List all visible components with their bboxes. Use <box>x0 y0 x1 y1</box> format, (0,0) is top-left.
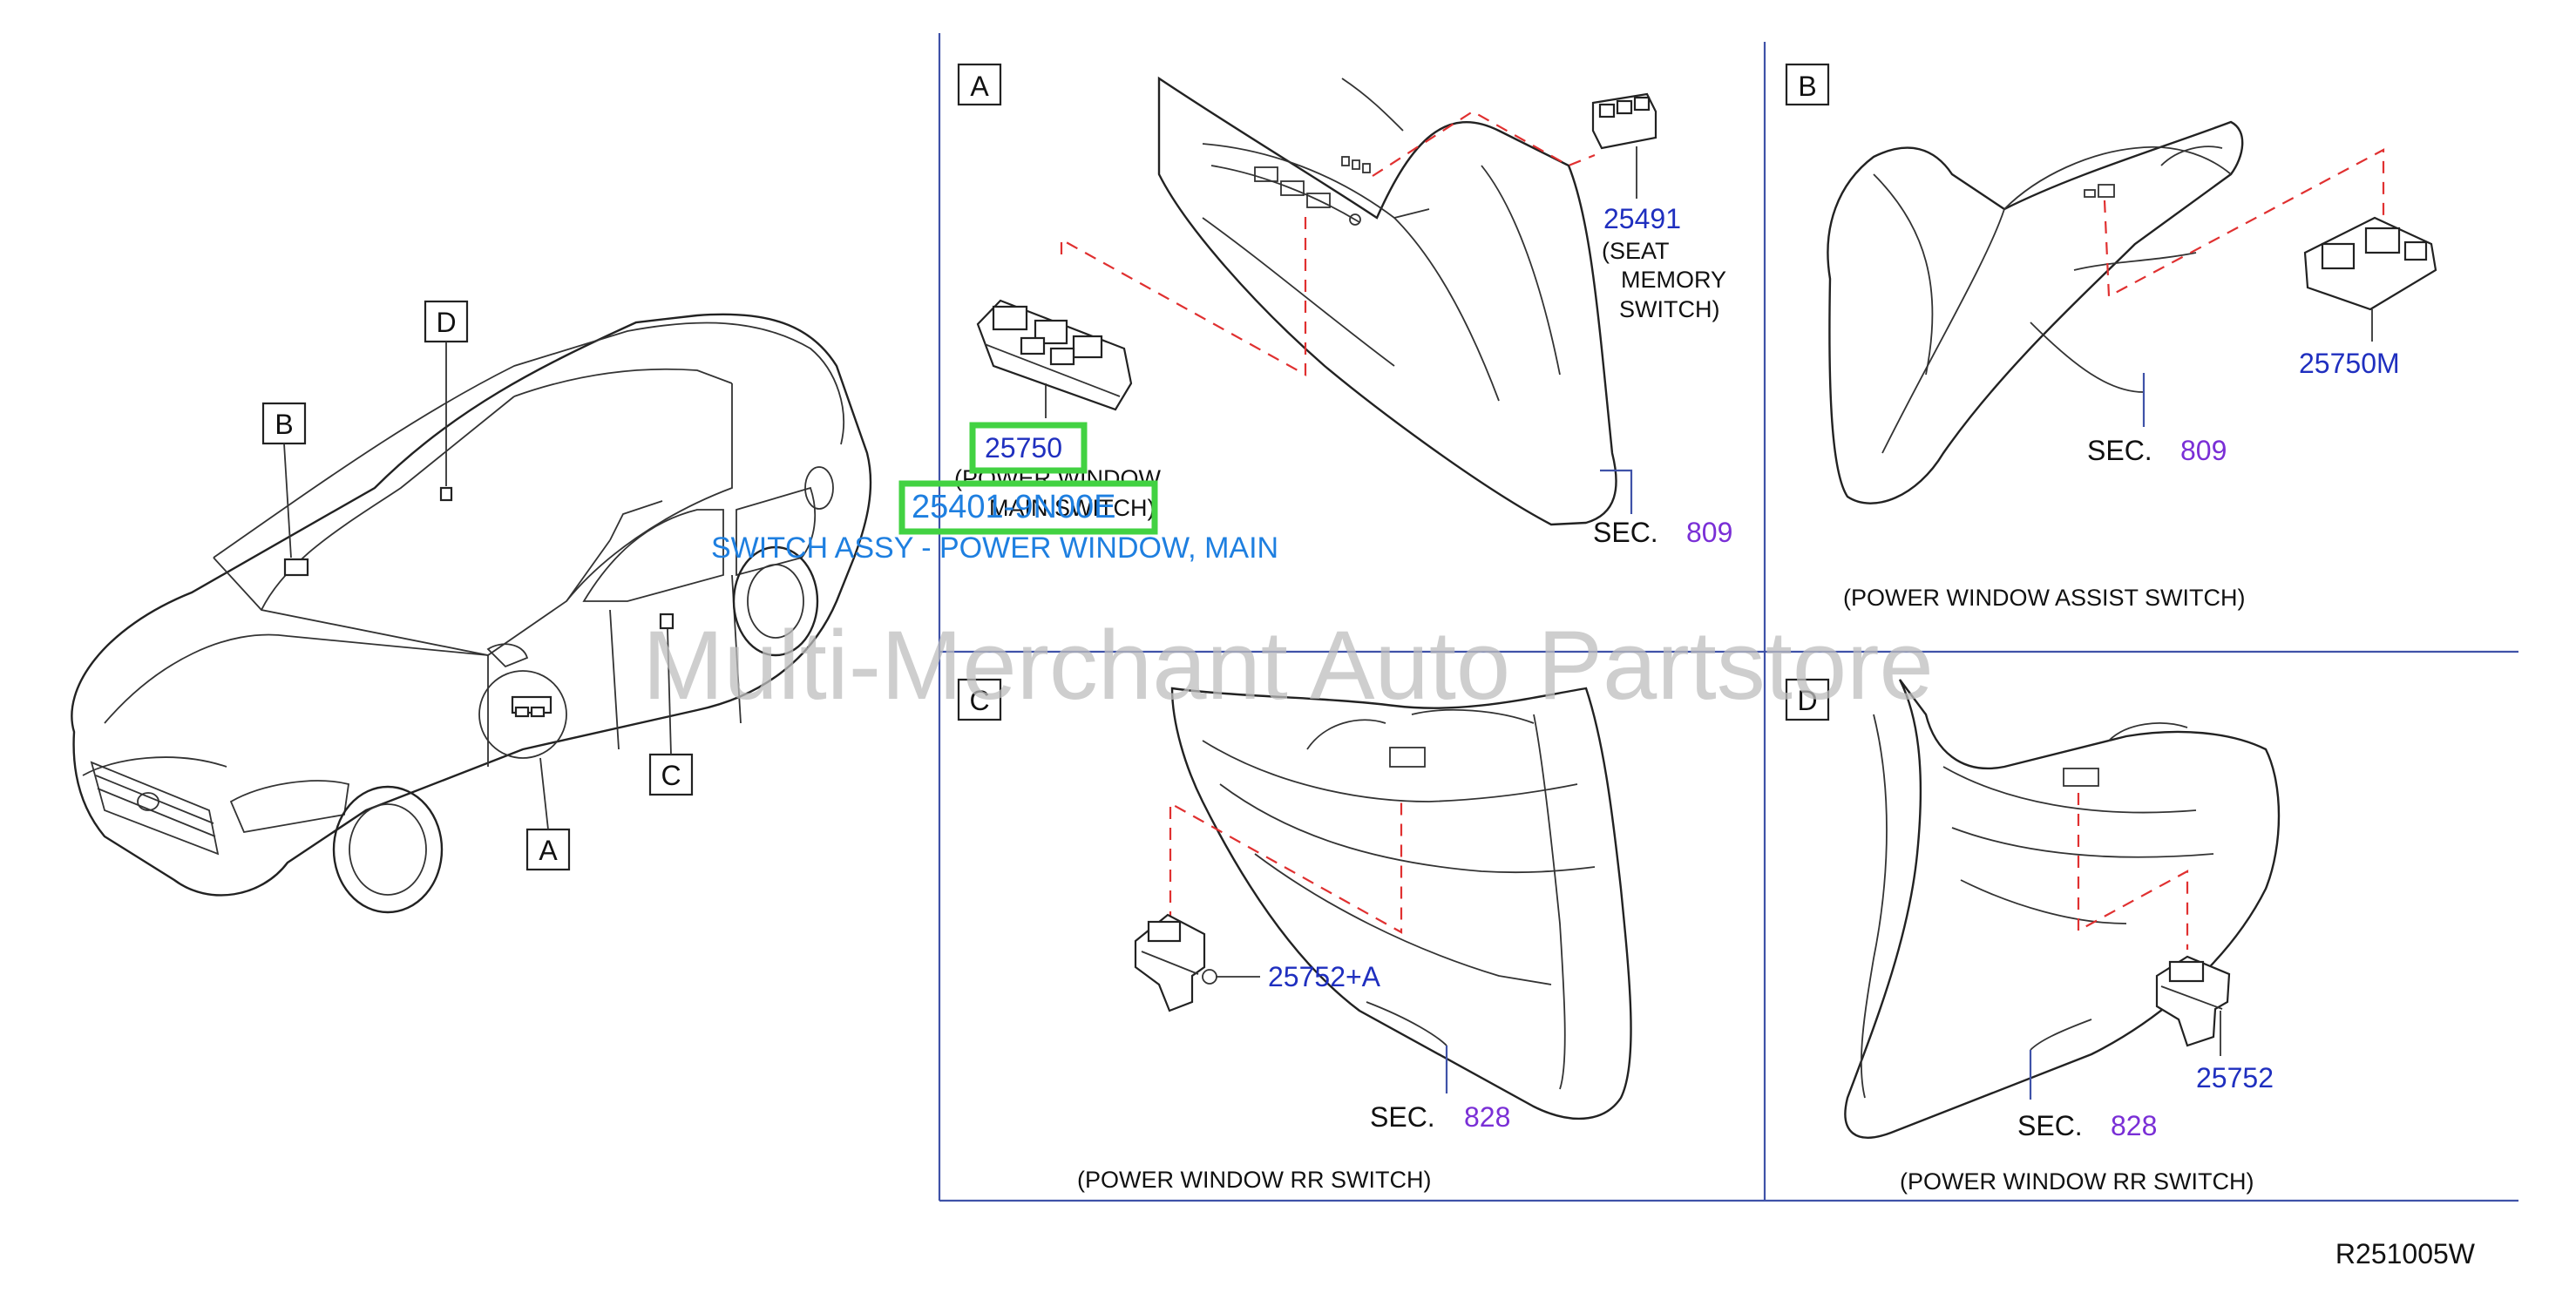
seat-memory-desc-3: SWITCH) <box>1619 296 1719 322</box>
panel-d-sec-number: 828 <box>2111 1110 2157 1141</box>
panel-d-sec-label: SEC. <box>2017 1110 2083 1141</box>
panel-d: D 25752 SEC. 828 (POWER WINDOW RR SWITCH… <box>1785 678 2281 1195</box>
panel-d-caption: (POWER WINDOW RR SWITCH) <box>1900 1168 2254 1195</box>
panel-c: C 25752+A SEC. 828 (POWER WINDOW RR SWIT… <box>957 678 1632 1193</box>
highlight-box-25750 <box>969 422 1088 474</box>
panel-d-letter: D <box>1797 685 1817 716</box>
panel-b-caption: (POWER WINDOW ASSIST SWITCH) <box>1843 585 2246 611</box>
panel-a-letter: A <box>970 71 989 102</box>
highlight-box-part-number <box>898 480 1158 535</box>
callout-d: D <box>424 300 469 486</box>
car-overview <box>71 313 872 914</box>
callout-label-d: D <box>436 307 456 338</box>
part-number-25491: 25491 <box>1603 203 1681 234</box>
assist-switch-part <box>2303 216 2437 342</box>
panel-b-sec-number: 809 <box>2180 435 2227 466</box>
part-number-25750: 25750 <box>985 432 1062 464</box>
main-power-window-switch-part <box>976 299 1133 418</box>
seat-memory-switch-part <box>1591 92 1657 199</box>
seat-memory-desc-1: (SEAT <box>1602 238 1670 264</box>
callout-b: B <box>261 402 307 558</box>
seat-memory-desc-2: MEMORY <box>1621 267 1726 293</box>
callout-label-b: B <box>275 409 293 440</box>
rr-switch-part-c <box>1134 913 1260 1012</box>
part-number-25750m: 25750M <box>2299 348 2400 379</box>
watermark: Multi-Merchant Auto Partstore <box>642 611 1933 720</box>
panel-c-caption: (POWER WINDOW RR SWITCH) <box>1077 1167 1431 1193</box>
callout-a: A <box>525 757 571 871</box>
highlight-part-number: 25401-9N00E <box>912 489 1116 525</box>
panel-c-letter: C <box>969 685 989 716</box>
callout-label-a: A <box>539 835 558 866</box>
panel-a-sec-number: 809 <box>1686 517 1732 548</box>
panel-a: A 25491 (SEAT MEMORY SWITCH) <box>954 63 1732 548</box>
rr-switch-part-d <box>2155 955 2231 1056</box>
panel-b-sec-label: SEC. <box>2087 435 2152 466</box>
panel-b: B 25750M SEC. 809 (POWER WINDOW ASSIST S… <box>1785 63 2437 611</box>
panel-c-sec-number: 828 <box>1464 1101 1510 1133</box>
diagram-code: R251005W <box>2335 1238 2476 1269</box>
panel-grid <box>938 33 2518 1202</box>
panel-a-sec-label: SEC. <box>1593 517 1658 548</box>
callout-label-c: C <box>661 760 681 791</box>
main-switch-desc-2: MAIN SWITCH) <box>989 495 1155 521</box>
part-number-25752-a: 25752+A <box>1268 961 1381 992</box>
part-number-25752: 25752 <box>2196 1062 2274 1093</box>
panel-b-letter: B <box>1798 71 1816 102</box>
panel-c-sec-label: SEC. <box>1370 1101 1435 1133</box>
callout-c: C <box>648 628 694 796</box>
highlight-part-name: SWITCH ASSY - POWER WINDOW, MAIN <box>711 531 1278 565</box>
